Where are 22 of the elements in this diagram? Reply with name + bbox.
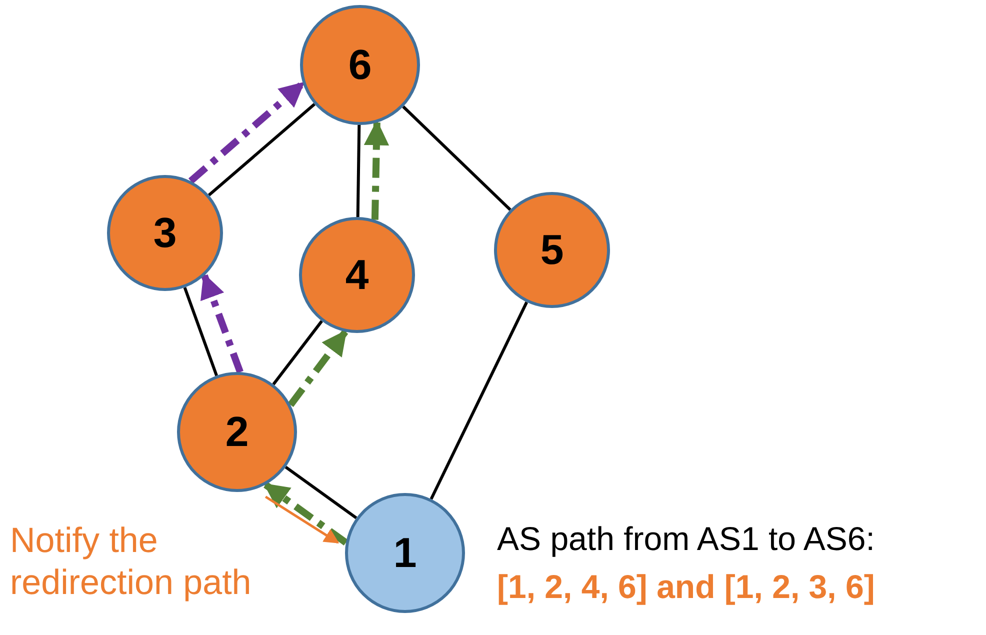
link-line — [183, 287, 218, 376]
node-label: 4 — [345, 251, 369, 299]
link-line — [284, 466, 358, 520]
arrow — [188, 80, 306, 184]
arrow — [264, 496, 340, 544]
arrow — [364, 120, 390, 220]
annotation-text: AS path from AS1 to AS6: — [497, 520, 875, 558]
annotation-text: [1, 2, 4, 6] and [1, 2, 3, 6] — [497, 568, 875, 606]
link-line — [272, 320, 323, 386]
link-line — [430, 302, 528, 500]
node-label: 1 — [393, 529, 417, 577]
annotation-text: Notify the redirection path — [10, 520, 252, 604]
arrow — [200, 273, 244, 374]
node-label: 5 — [540, 226, 564, 274]
node-label: 3 — [153, 209, 177, 257]
arrow — [288, 330, 348, 408]
link-line — [402, 106, 512, 211]
link-line — [356, 124, 361, 218]
link-line — [208, 103, 316, 196]
arrow — [264, 482, 348, 546]
node-label: 6 — [348, 41, 372, 89]
node-label: 2 — [225, 408, 249, 456]
